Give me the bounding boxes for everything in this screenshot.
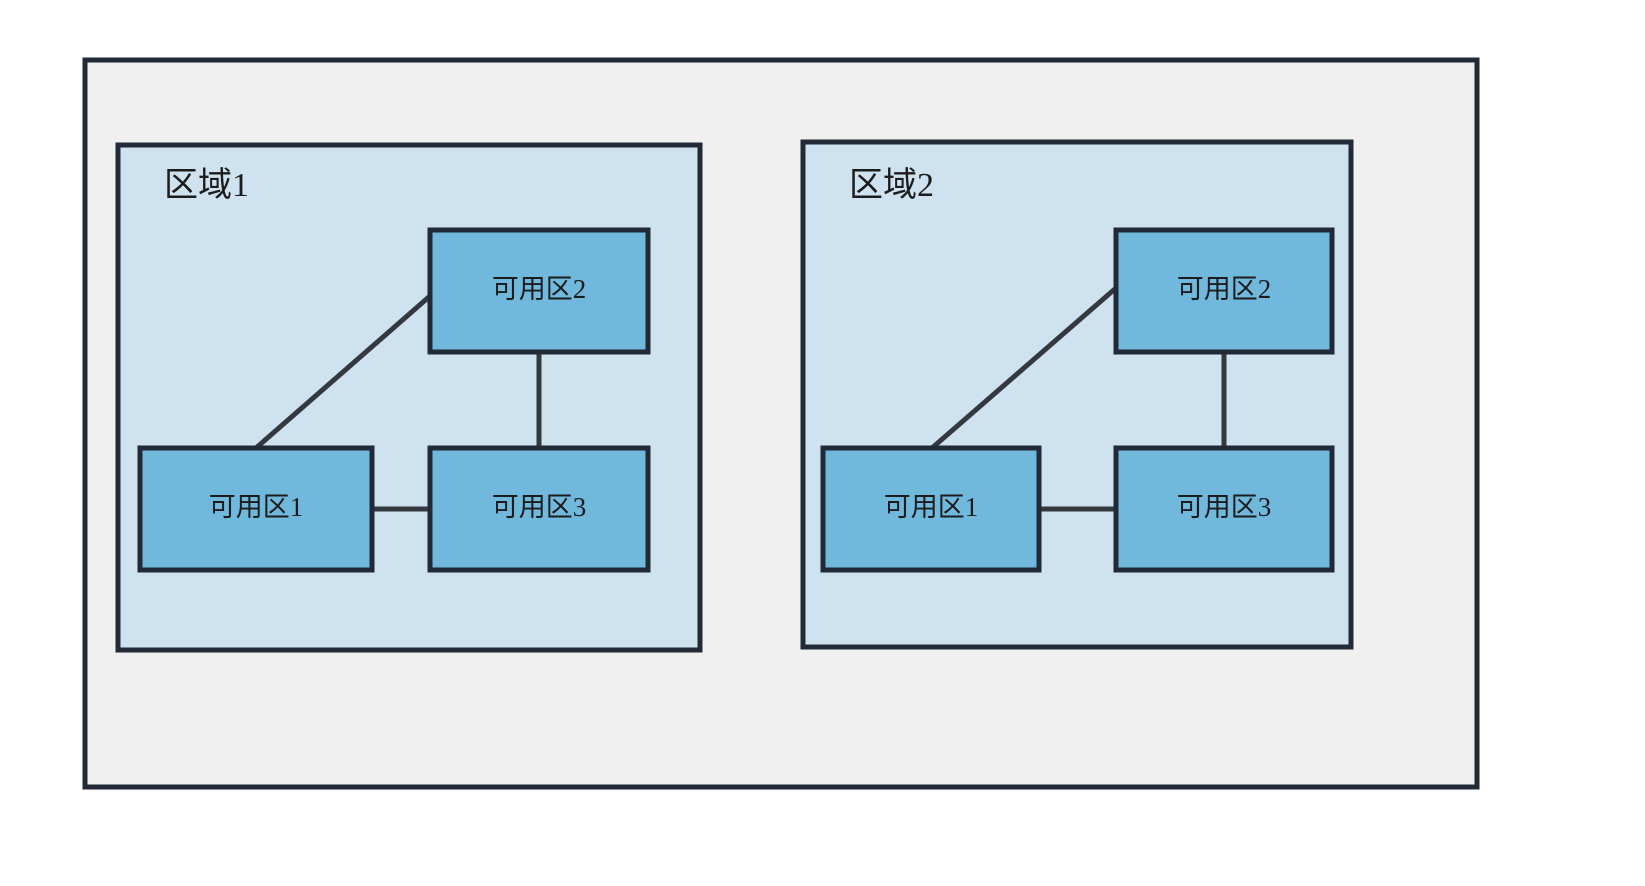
node-label-az-3: 可用区3 <box>1177 492 1272 522</box>
node-label-az-2: 可用区2 <box>492 274 587 304</box>
region-panel-1[interactable] <box>115 142 703 653</box>
region-group-2[interactable]: 区域2 可用区1 可用区2 可用区3 <box>800 139 1354 650</box>
node-box-az-3[interactable] <box>1113 445 1335 573</box>
connector-edge-az1-az2 <box>254 294 432 450</box>
connector-edge-az1-az2 <box>930 286 1118 450</box>
region-group-1[interactable]: 区域1 可用区1 可用区2 可用区3 <box>115 142 703 653</box>
node-label-az-1: 可用区1 <box>884 492 979 522</box>
node-label-az-3: 可用区3 <box>492 492 587 522</box>
node-box-az-1[interactable] <box>137 445 375 573</box>
node-label-az-2: 可用区2 <box>1177 274 1272 304</box>
node-box-az-2[interactable] <box>1113 227 1335 355</box>
node-box-az-2[interactable] <box>427 227 651 355</box>
node-box-az-3[interactable] <box>427 445 651 573</box>
node-label-az-1: 可用区1 <box>209 492 304 522</box>
region-label-2: 区域2 <box>849 166 934 204</box>
regions-layer: 区域1 可用区1 可用区2 可用区3 区域2 可用区1 可用区2 可用区3 <box>115 139 1354 653</box>
region-label-1: 区域1 <box>164 166 249 204</box>
node-box-az-1[interactable] <box>820 445 1042 573</box>
